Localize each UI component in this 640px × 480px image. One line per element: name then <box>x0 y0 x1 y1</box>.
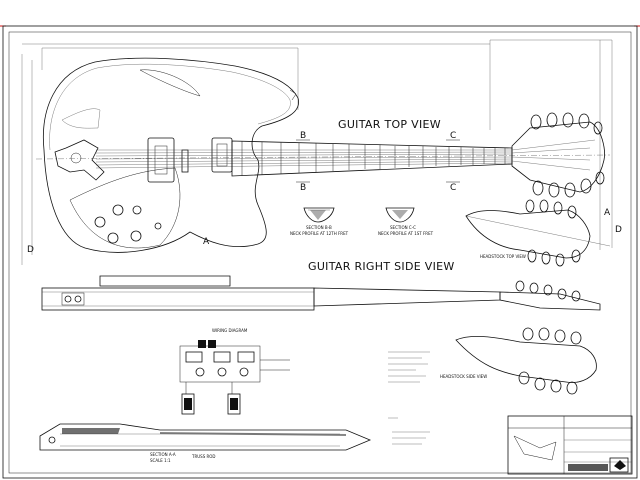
inner-border <box>8 31 632 474</box>
fretboard <box>231 140 513 177</box>
strings <box>95 149 513 169</box>
section-bb-note: NECK PROFILE AT 12TH FRET <box>290 231 349 236</box>
truss-rod-note: TRUSS ROD <box>191 454 216 459</box>
marker-a-right: A <box>604 208 611 218</box>
body-side <box>41 287 315 311</box>
top-dimension-lines <box>21 39 613 265</box>
marker-d-left: D <box>27 245 34 255</box>
control-knob-5 <box>130 230 142 242</box>
marker-b-bottom: B <box>300 183 306 193</box>
section-aa-label: SECTION A-A <box>150 452 176 457</box>
marker-c-bottom: C <box>450 183 456 193</box>
control-knob-4 <box>132 205 142 215</box>
headstock-top <box>511 121 605 193</box>
body-outline <box>42 57 299 253</box>
sound-hole <box>139 69 201 97</box>
neck-pickup <box>211 137 233 173</box>
output-jack-2 <box>227 393 241 415</box>
control-knob-3 <box>107 232 119 244</box>
headstock-top-view-label: HEADSTOCK TOP VIEW <box>480 254 526 259</box>
output-jack-1 <box>181 393 195 415</box>
control-knob-2 <box>112 204 124 216</box>
marker-b-top: B <box>300 131 306 141</box>
control-knob-1 <box>94 216 106 228</box>
tuning-pegs-top <box>530 112 605 198</box>
section-cc-profile: SECTION C-C NECK PROFILE AT 1ST FRET <box>378 207 434 236</box>
tailpiece <box>54 139 105 181</box>
pickguard <box>69 167 181 249</box>
section-markers: B B C C A A D D <box>27 131 622 255</box>
wiring-diagram-label: WIRING DIAGRAM <box>212 328 248 333</box>
section-bb-label: SECTION B-B <box>306 225 332 230</box>
guitar-top-view <box>35 57 611 253</box>
bridge <box>181 149 189 173</box>
section-bb-profile: SECTION B-B NECK PROFILE AT 12TH FRET <box>290 207 349 236</box>
section-cc-note: NECK PROFILE AT 1ST FRET <box>378 231 434 236</box>
notes-block <box>388 351 430 445</box>
selector-switch <box>154 222 162 230</box>
marker-d-right: D <box>615 225 622 235</box>
side-view-title: GUITAR RIGHT SIDE VIEW <box>308 260 455 273</box>
outer-border <box>2 25 638 479</box>
frets <box>241 141 506 176</box>
guitar-side-view <box>41 275 601 311</box>
top-view-title: GUITAR TOP VIEW <box>338 118 441 131</box>
title-block <box>507 415 633 475</box>
neck-side <box>313 287 501 307</box>
bridge-pickup <box>147 137 175 183</box>
marker-a-bottom: A <box>203 237 210 247</box>
headstock-top-detail: HEADSTOCK TOP VIEW <box>465 199 611 267</box>
wiring-diagram: WIRING DIAGRAM <box>179 328 290 415</box>
headstock-side-detail: HEADSTOCK SIDE VIEW <box>440 327 597 395</box>
headstock-side-view-label: HEADSTOCK SIDE VIEW <box>440 374 487 379</box>
section-cc-label: SECTION C-C <box>390 225 416 230</box>
section-aa-view: SECTION A-A SCALE 1:1 TRUSS ROD <box>39 423 372 463</box>
marker-c-top: C <box>450 131 456 141</box>
section-aa-scale: SCALE 1:1 <box>150 458 171 463</box>
headstock-side <box>499 291 601 311</box>
